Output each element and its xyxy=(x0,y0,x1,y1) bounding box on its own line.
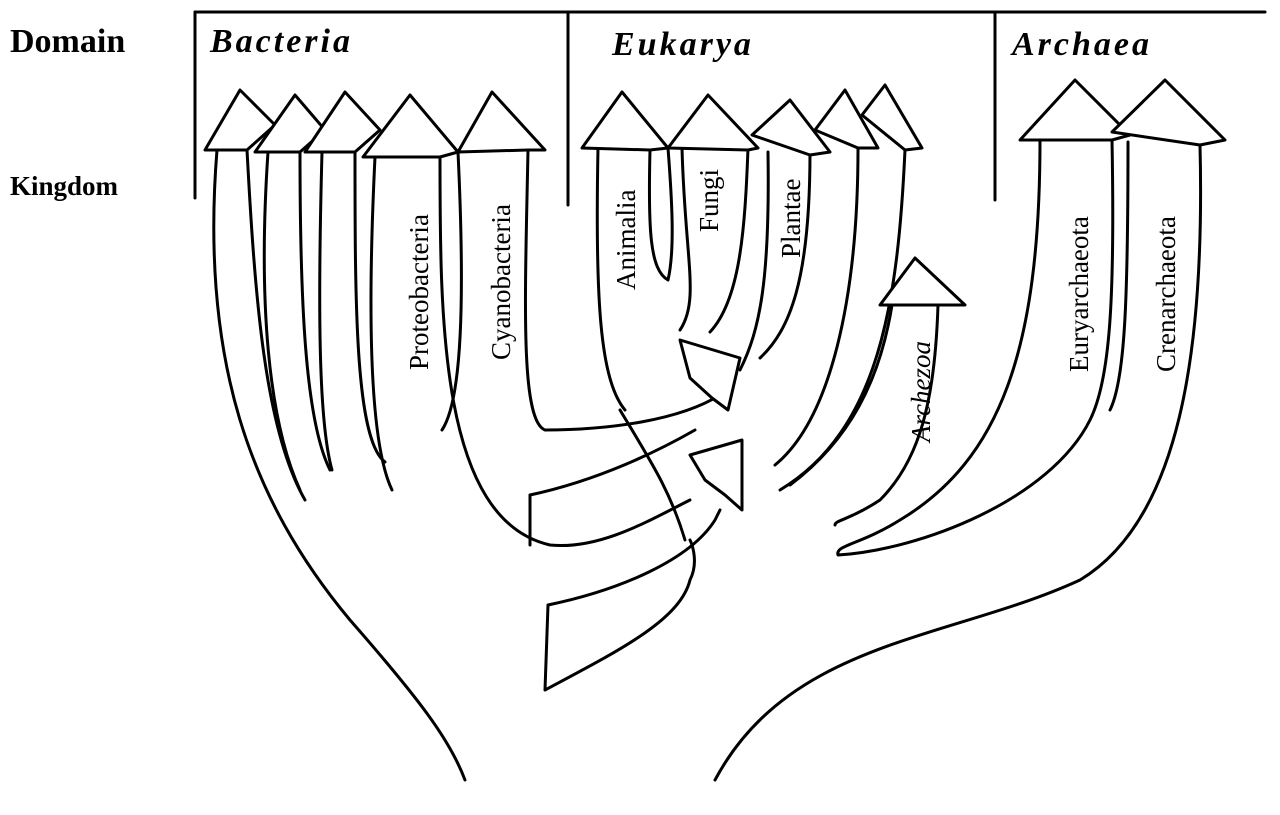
kingdom-archezoa: Archezoa xyxy=(906,341,936,444)
plantae-arrowhead xyxy=(750,98,832,157)
endosymbiosis-arrows xyxy=(528,338,744,692)
kingdom-proteobacteria: Proteobacteria xyxy=(404,214,434,370)
arrowhead xyxy=(813,88,880,150)
arrowhead xyxy=(303,90,382,154)
domain-archaea: Archaea xyxy=(1010,26,1152,63)
kingdom-plantae: Plantae xyxy=(776,179,806,258)
domain-bacteria: Bacteria xyxy=(209,23,353,60)
crenarchaeota-arrowhead xyxy=(1110,78,1227,147)
domain-header-lines xyxy=(193,10,1267,207)
bacteria-branches xyxy=(203,88,722,782)
domain-row-label: Domain xyxy=(10,23,125,60)
arrowhead xyxy=(860,83,924,152)
kingdom-animalia: Animalia xyxy=(611,190,641,290)
archezoa-arrowhead xyxy=(878,256,967,307)
kingdom-crenarchaeota: Crenarchaeota xyxy=(1151,216,1181,372)
arrowhead xyxy=(688,438,744,512)
arrowhead xyxy=(678,338,742,412)
archaea-branches xyxy=(713,78,1227,782)
kingdom-fungi: Fungi xyxy=(694,169,724,232)
eukarya-branches xyxy=(580,83,967,527)
cyanobacteria-arrowhead xyxy=(456,90,547,154)
kingdom-euryarchaeota: Euryarchaeota xyxy=(1064,216,1094,372)
kingdom-cyanobacteria: Cyanobacteria xyxy=(486,204,516,360)
domain-eukarya: Eukarya xyxy=(611,26,754,63)
fungi-arrowhead xyxy=(666,93,760,152)
animalia-arrowhead xyxy=(580,90,670,152)
kingdom-row-label: Kingdom xyxy=(10,171,119,201)
